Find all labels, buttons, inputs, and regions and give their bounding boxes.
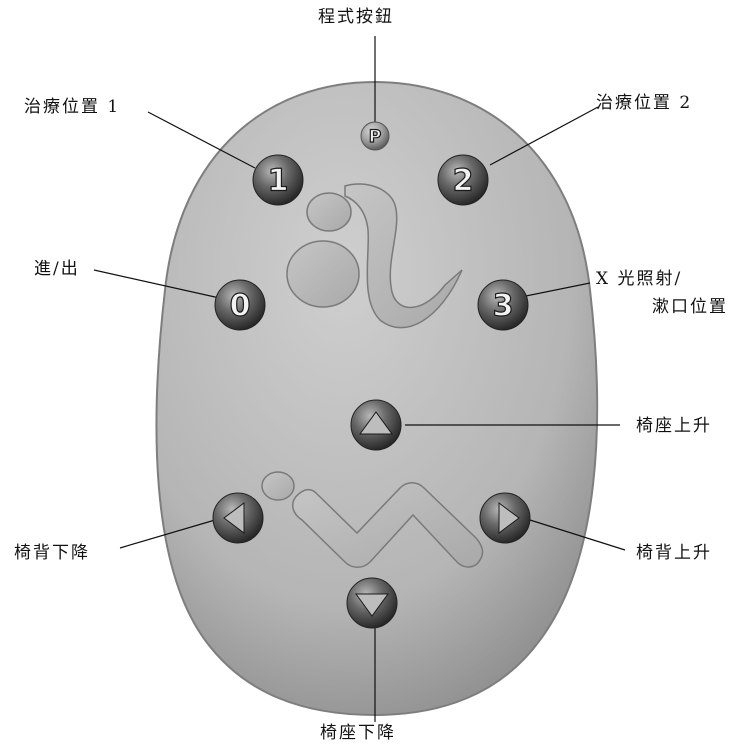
in-out-label: 進/出 [34, 258, 80, 280]
button-2-label: 2 [453, 164, 474, 199]
treatment-position-2-label: 治療位置 2 [596, 92, 692, 114]
backrest-down-label: 椅背下降 [14, 542, 90, 564]
button-0-label: 0 [230, 289, 251, 324]
seat-up-button[interactable] [351, 400, 401, 450]
backrest-up-label: 椅背上升 [636, 542, 712, 564]
program-button[interactable]: P [361, 122, 389, 150]
in-out-button[interactable]: 0 [215, 280, 265, 330]
backrest-up-button[interactable] [480, 493, 530, 543]
treatment-position-1-button[interactable]: 1 [253, 155, 303, 205]
program-button-label-text: 程式按鈕 [318, 6, 394, 28]
seat-down-label: 椅座下降 [320, 722, 396, 744]
treatment-position-1-label: 治療位置 1 [24, 96, 120, 118]
treatment-position-2-button[interactable]: 2 [438, 155, 488, 205]
seat-down-button[interactable] [347, 578, 397, 628]
xray-rinse-position-button[interactable]: 3 [478, 280, 528, 330]
button-3-label: 3 [493, 289, 514, 324]
seat-up-label: 椅座上升 [636, 415, 712, 437]
backrest-down-button[interactable] [213, 493, 263, 543]
button-1-label: 1 [268, 164, 289, 199]
xray-rinse-label-line2: 漱口位置 [652, 296, 728, 318]
xray-rinse-label-line1: X 光照射/ [596, 268, 682, 290]
program-button-label: P [369, 127, 381, 147]
